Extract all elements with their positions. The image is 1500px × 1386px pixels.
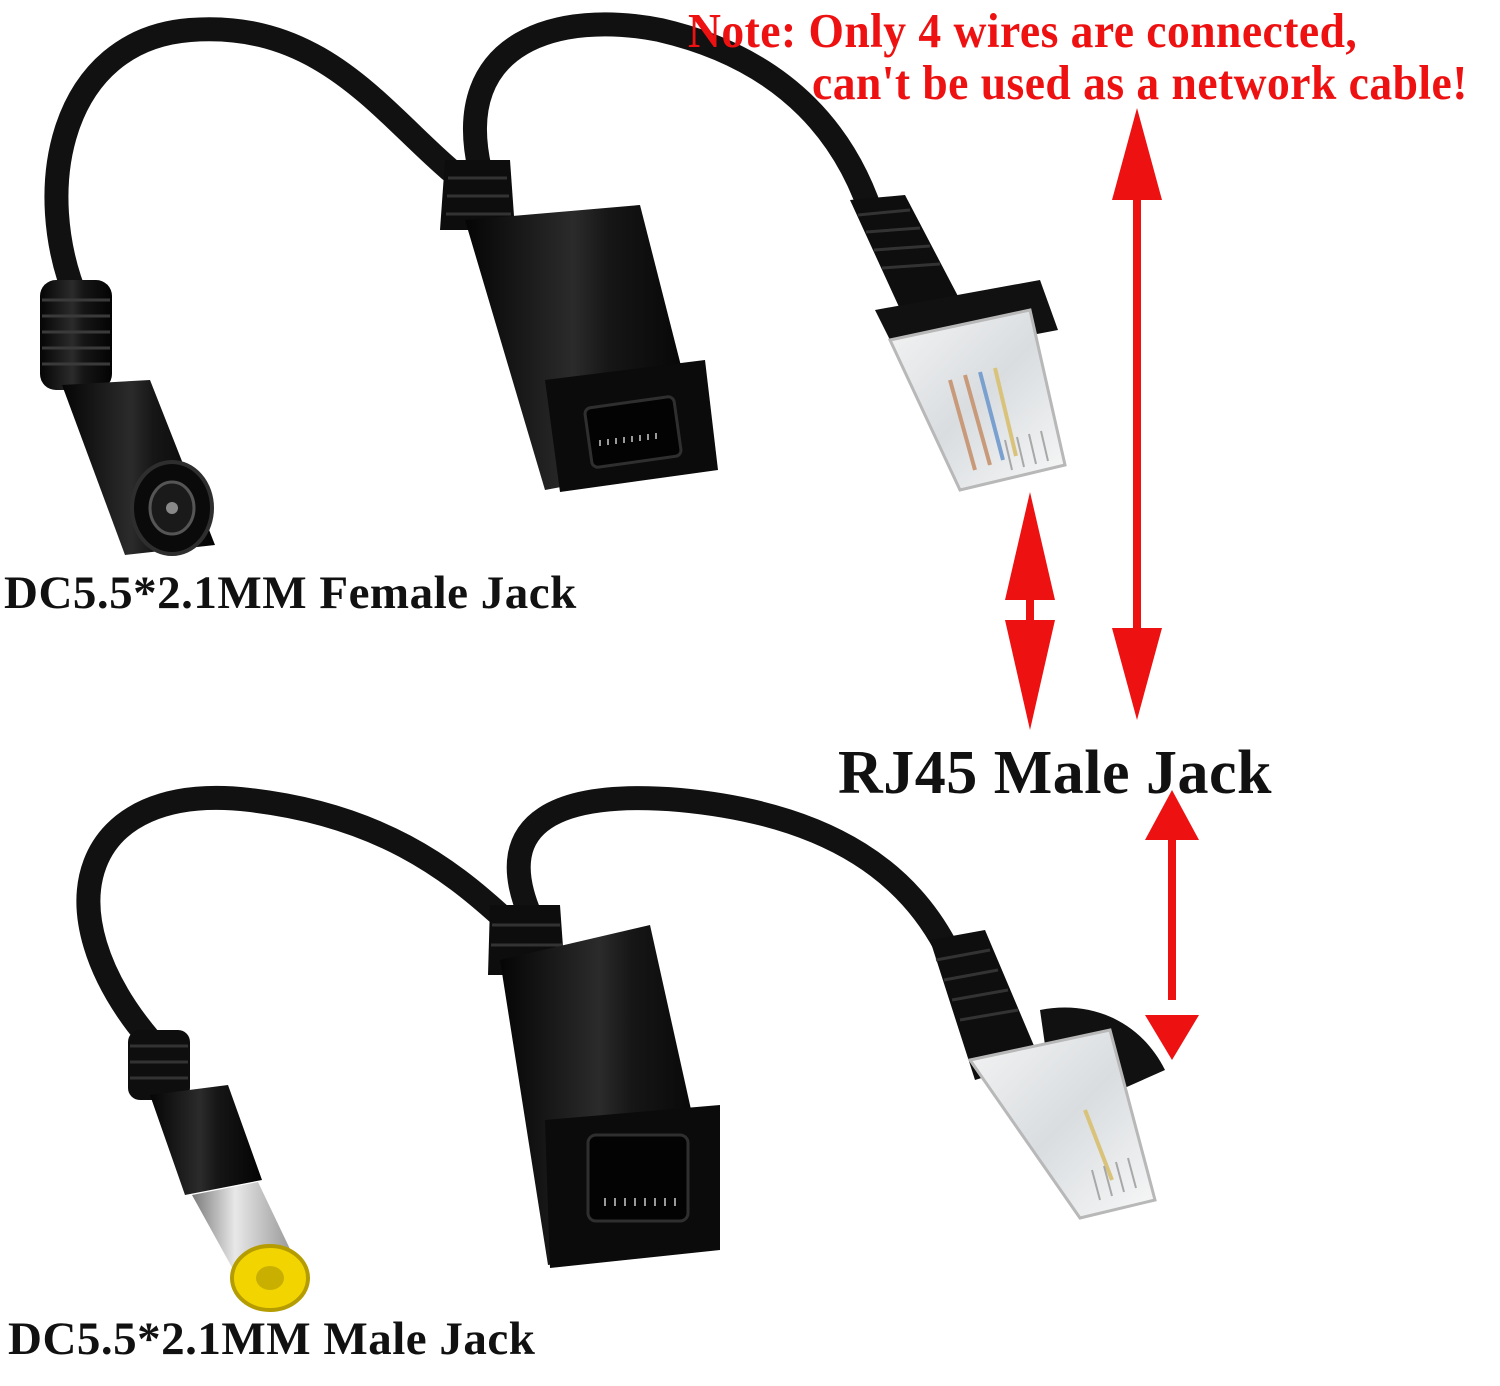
- dc-female-jack: [40, 280, 215, 556]
- bottom-cable-assembly: [76, 786, 1165, 1312]
- top-rj45-female-coupler: [440, 160, 718, 492]
- note-text-line-1: Note: Only 4 wires are connected,: [688, 3, 1358, 58]
- bottom-rj45-cable: [506, 786, 957, 957]
- top-dc-cable: [44, 17, 462, 314]
- long-double-arrow: [1112, 108, 1162, 720]
- rj45-male-jack-label: RJ45 Male Jack: [838, 739, 1273, 807]
- top-rj45-cable: [463, 12, 887, 237]
- top-rj45-male-plug: [850, 195, 1067, 492]
- short-double-arrow: [1005, 492, 1055, 730]
- dc-male-jack-label: DC5.5*2.1MM Male Jack: [8, 1313, 536, 1365]
- bottom-double-arrow: [1145, 790, 1199, 1060]
- note-text-line-2: can't be used as a network cable!: [812, 55, 1468, 110]
- bottom-rj45-female-coupler: [488, 905, 720, 1268]
- red-arrows: [1005, 108, 1199, 1060]
- dc-female-jack-label: DC5.5*2.1MM Female Jack: [4, 567, 577, 619]
- bottom-rj45-male-plug: [930, 930, 1165, 1220]
- dc-male-plug: [128, 1030, 310, 1312]
- top-cable-assembly: [40, 12, 1067, 556]
- bottom-dc-cable: [76, 786, 512, 1052]
